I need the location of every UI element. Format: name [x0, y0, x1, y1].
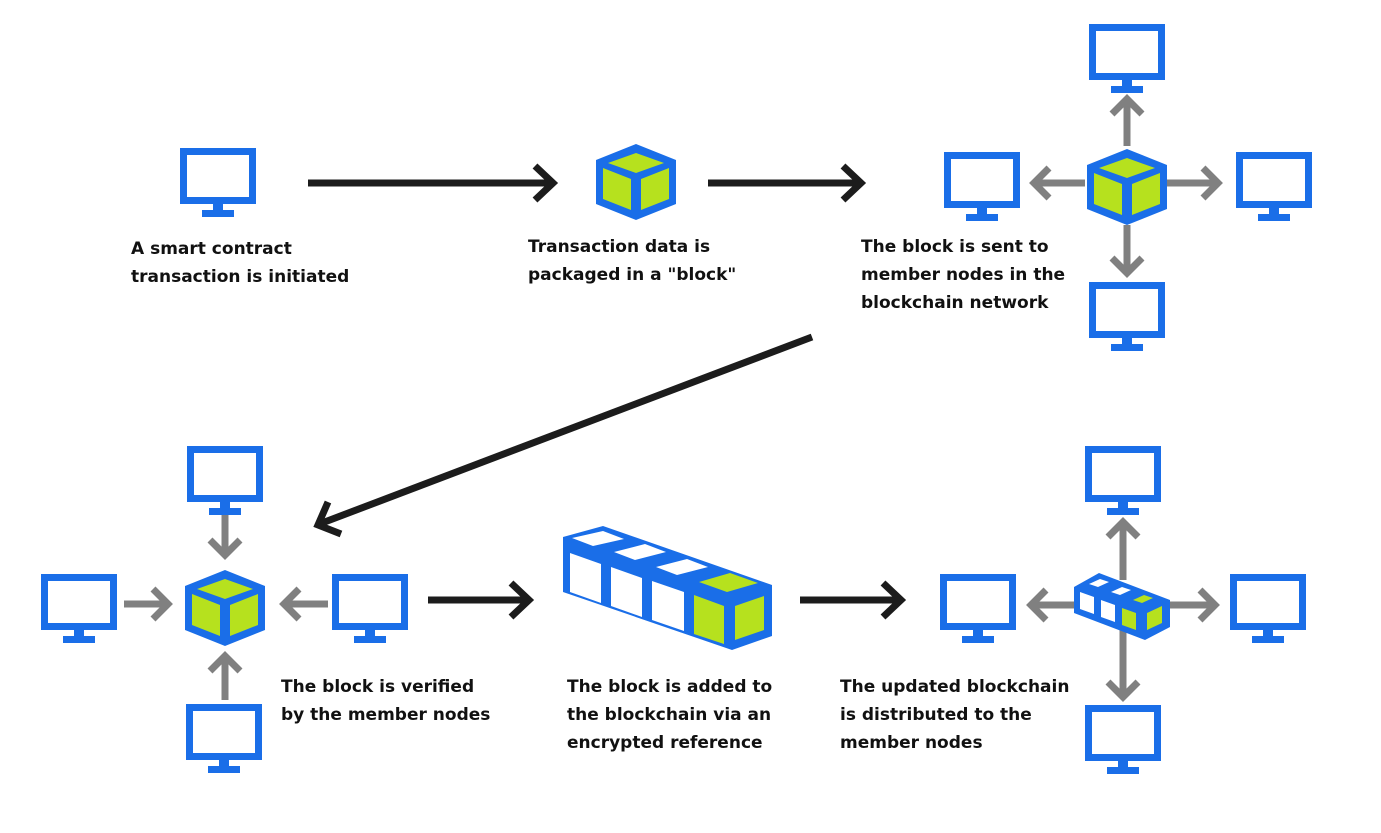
node-computer-monitor-icon [1240, 156, 1309, 222]
node-computer-monitor-icon [1093, 286, 1162, 352]
block-cube-icon [1087, 149, 1167, 225]
node-computer-monitor-icon [1089, 450, 1158, 516]
node-computer-monitor-icon [944, 578, 1013, 644]
node-computer-monitor-icon [184, 152, 253, 218]
node-computer-monitor-icon [45, 578, 114, 644]
node-computer-monitor-icon [191, 450, 260, 516]
broadcast-network [948, 28, 1309, 352]
distribute-network [944, 450, 1303, 775]
flow-arrow [708, 163, 867, 203]
block-cube-icon [596, 144, 676, 220]
node-computer-monitor-icon [1093, 28, 1162, 94]
node-computer-monitor-icon [190, 708, 259, 774]
block-cube-icon [185, 570, 265, 646]
step-caption-package: Transaction data is packaged in a "block… [528, 237, 737, 285]
blockchain-icon [1074, 573, 1170, 640]
flow-arrow [308, 163, 559, 203]
flow-arrow [428, 580, 535, 620]
step-caption-verify: The block is verified by the member node… [281, 677, 491, 725]
step-caption-broadcast: The block is sent to member nodes in the… [861, 237, 1066, 313]
node-computer-monitor-icon [1234, 578, 1303, 644]
node-computer-monitor-icon [1089, 709, 1158, 775]
blockchain-icon [563, 526, 772, 650]
step-caption-append: The block is added to the blockchain via… [567, 677, 773, 753]
step-caption-distribute: The updated blockchain is distributed to… [840, 677, 1070, 753]
flow-arrow [313, 333, 814, 538]
verify-network [45, 450, 405, 774]
step-caption-initiate: A smart contract transaction is initiate… [131, 239, 350, 287]
node-computer-monitor-icon [336, 578, 405, 644]
flow-arrow [800, 580, 907, 620]
node-computer-monitor-icon [948, 156, 1017, 222]
